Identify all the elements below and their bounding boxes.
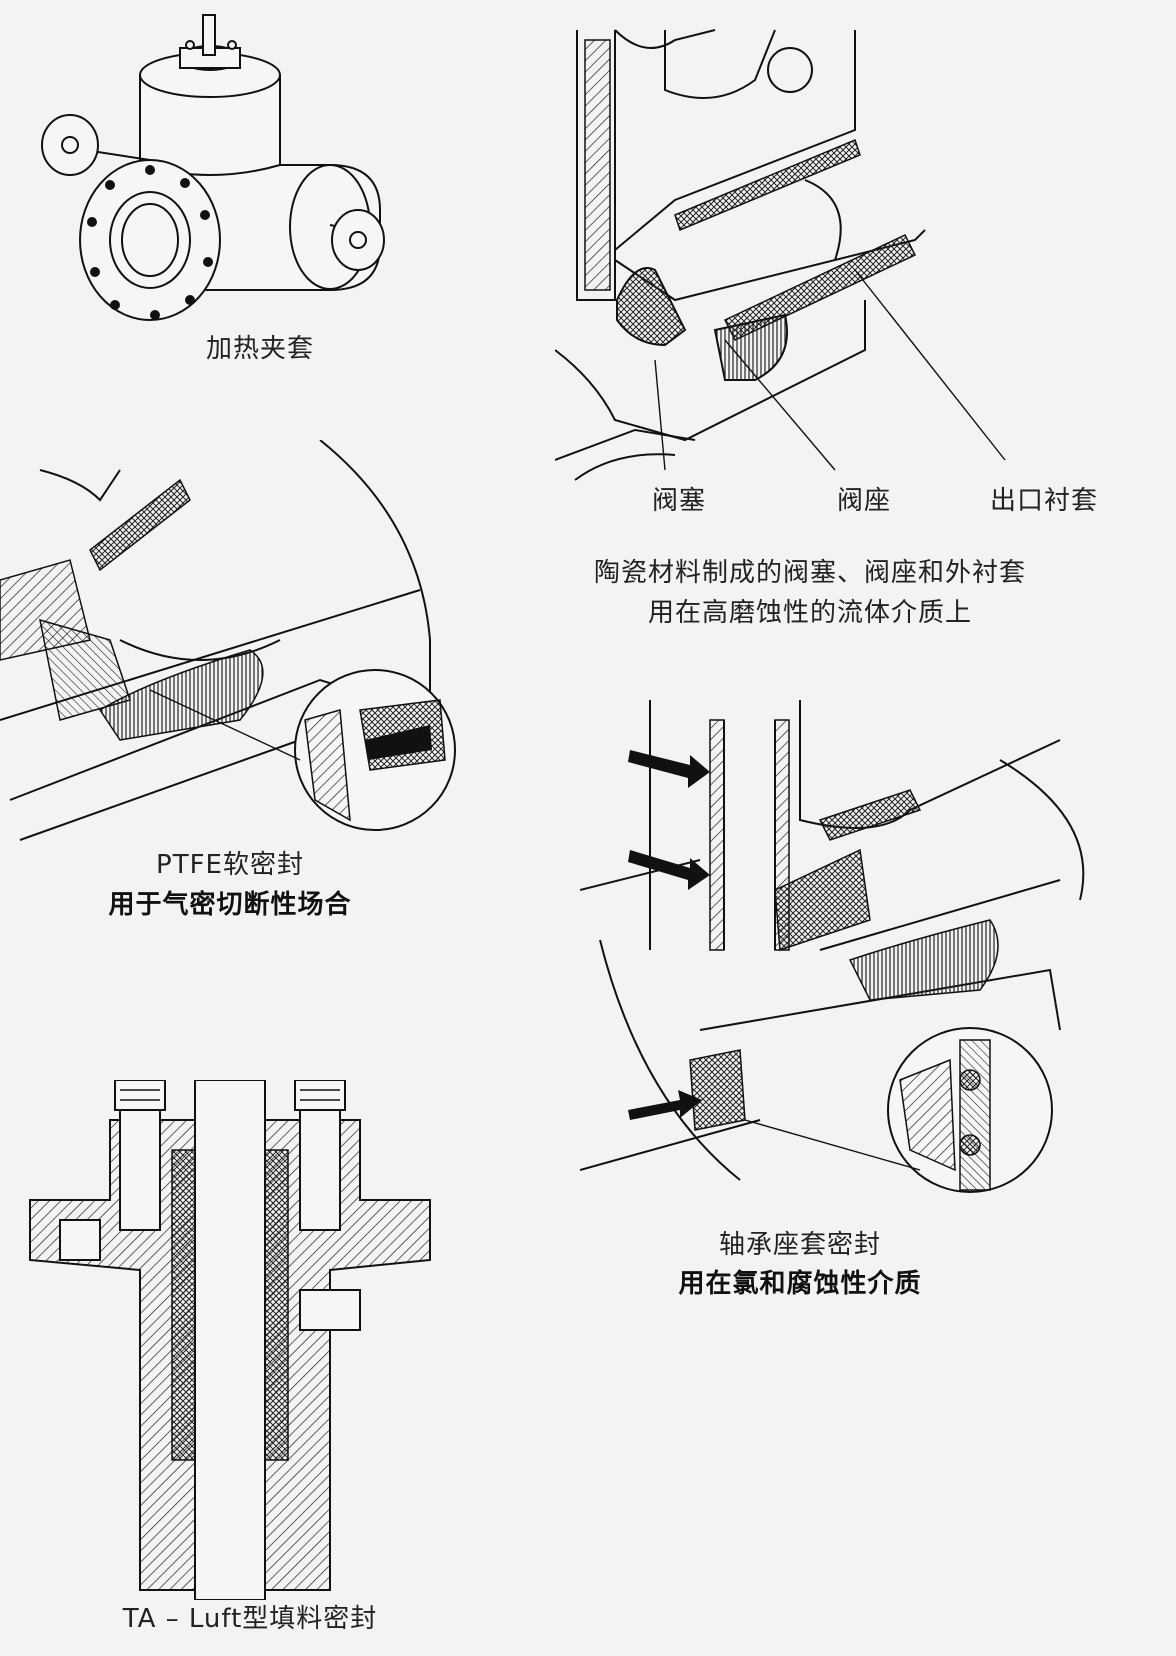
- ptfe-seal-drawing: [0, 440, 456, 841]
- bearing-caption-line2: 用在氯和腐蚀性介质: [678, 1269, 922, 1299]
- bearing-caption-line1: 轴承座套密封: [718, 1230, 881, 1260]
- ceramic-trim-drawing: [555, 29, 1006, 481]
- bearing-seal-panel: 轴承座套密封 用在氯和腐蚀性介质: [580, 700, 1176, 1320]
- heating-jacket-panel: 加热夹套: [0, 0, 560, 400]
- packing-seal-drawing: [29, 1080, 431, 1600]
- ceramic-caption-line2: 用在高磨蚀性的流体介质上: [647, 598, 972, 628]
- heating-jacket-drawing: [41, 14, 385, 321]
- ceramic-caption-line1: 陶瓷材料制成的阀塞、阀座和外衬套: [593, 558, 1026, 588]
- packing-seal-panel: TA – Luft型填料密封: [0, 1080, 560, 1656]
- bearing-seal-drawing: [580, 700, 1085, 1193]
- label-valve-plug: 阀塞: [652, 486, 707, 516]
- label-valve-seat: 阀座: [837, 486, 892, 516]
- packing-caption: TA – Luft型填料密封: [122, 1604, 378, 1634]
- ceramic-trim-panel: 阀塞 阀座 出口衬套 陶瓷材料制成的阀塞、阀座和外衬套 用在高磨蚀性的流体介质上: [555, 0, 1176, 640]
- ptfe-caption-line1: PTFE软密封: [156, 850, 304, 880]
- label-outlet-liner: 出口衬套: [990, 486, 1099, 516]
- ptfe-seal-panel: PTFE软密封 用于气密切断性场合: [0, 440, 500, 960]
- ptfe-caption-line2: 用于气密切断性场合: [108, 890, 352, 920]
- heating-jacket-caption: 加热夹套: [205, 334, 314, 364]
